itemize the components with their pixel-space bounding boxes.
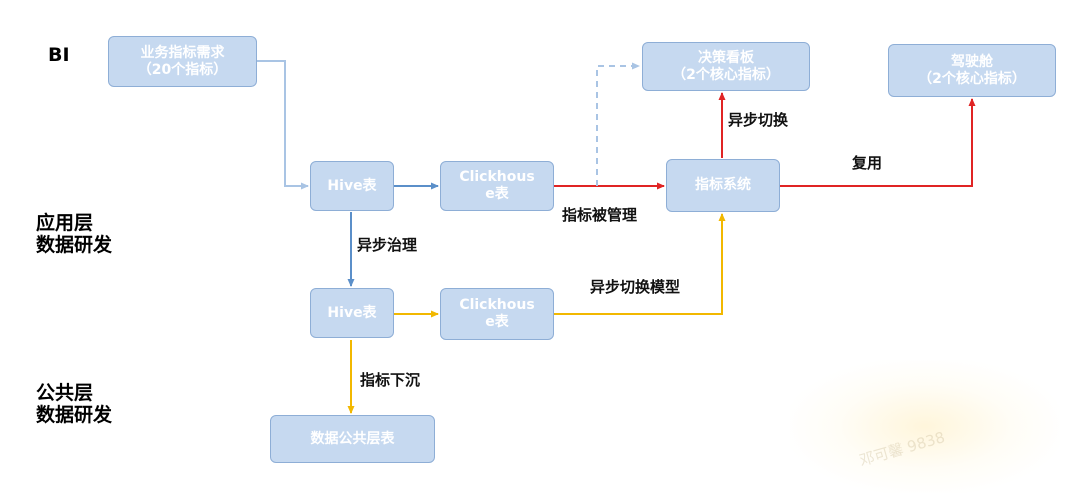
label-async-switch: 异步切换 bbox=[728, 111, 789, 129]
label-async-governance: 异步治理 bbox=[357, 236, 418, 254]
node-hive-app: Hive表 bbox=[310, 161, 394, 211]
label-reuse: 复用 bbox=[852, 154, 883, 172]
edge-metric-to-cockpit bbox=[780, 98, 976, 187]
label-metric-sink: 指标下沉 bbox=[360, 371, 421, 389]
layer-common-label: 公共层 数据研发 bbox=[36, 382, 113, 426]
node-metric-system: 指标系统 bbox=[666, 159, 780, 212]
node-cockpit: 驾驶舱 （2个核心指标） bbox=[888, 44, 1056, 97]
node-common-layer-table: 数据公共层表 bbox=[270, 415, 435, 463]
node-business-requirements: 业务指标需求 （20个指标） bbox=[108, 36, 257, 87]
node-hive-common: Hive表 bbox=[310, 288, 394, 338]
layer-bi-label: BI bbox=[48, 44, 70, 66]
watermark-glow bbox=[790, 360, 1060, 493]
label-async-switch-model: 异步切换模型 bbox=[590, 278, 681, 296]
node-clickhouse-app: Clickhous e表 bbox=[440, 161, 554, 211]
label-metric-managed: 指标被管理 bbox=[562, 206, 638, 224]
node-clickhouse-common: Clickhous e表 bbox=[440, 288, 554, 340]
edge-ck-common-to-metric bbox=[554, 213, 726, 315]
edge-dashed-to-decision bbox=[596, 62, 640, 186]
node-decision-board: 决策看板 （2个核心指标） bbox=[642, 42, 810, 91]
layer-app-label: 应用层 数据研发 bbox=[36, 212, 113, 256]
edge-req-to-hive bbox=[257, 60, 309, 190]
